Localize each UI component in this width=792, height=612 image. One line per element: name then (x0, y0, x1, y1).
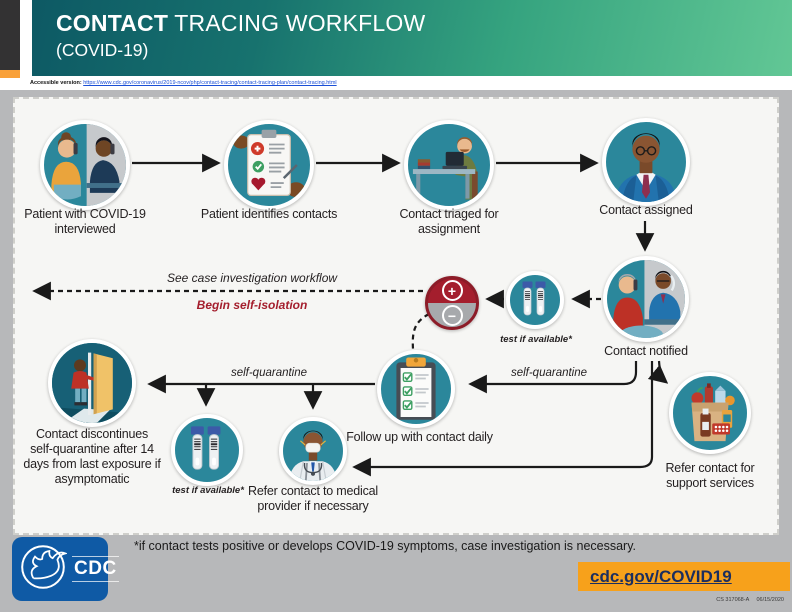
hhs-seal-icon (19, 543, 69, 596)
node-label-support: Refer contact for support services (665, 461, 755, 490)
node-support (669, 372, 751, 454)
checklist-clipboard-icon (381, 354, 451, 424)
node-notified (603, 256, 689, 342)
cdc-logo-text: CDC (72, 556, 119, 582)
edge-label-self-quarantine-left: self-quarantine (230, 367, 308, 379)
contact-tracer-portrait-icon (606, 122, 686, 202)
clipboard-checklist-icon (228, 124, 310, 206)
node-label-notified: Contact notified (604, 344, 688, 358)
node-patient-interviewed (40, 120, 130, 210)
node-followup (377, 350, 455, 428)
edge-label-begin-self-isolation: Begin self-isolation (196, 298, 308, 312)
node-discontinue (48, 339, 136, 427)
node-label-followup: Follow up with contact daily (346, 430, 493, 444)
node-identifies-contacts (224, 120, 314, 210)
node-label-triaged: Contact triaged for assignment (399, 207, 499, 236)
doc-id: CS 317068-A (716, 597, 749, 603)
node-label-test-bottom: test if available* (172, 485, 244, 496)
cdc-url-link[interactable]: cdc.gov/COVID19 (590, 566, 732, 586)
cdc-logo: CDC (12, 537, 119, 601)
masked-doctor-icon (283, 421, 343, 481)
node-triaged (404, 120, 494, 210)
document-number: CS 317068-A 06/15/2020 (710, 597, 784, 603)
test-tubes-icon (510, 275, 560, 325)
node-label-interviewed: Patient with COVID-19 interviewed (24, 207, 146, 236)
page-title-bold: CONTACT (56, 10, 169, 36)
node-test-bottom (171, 414, 243, 486)
node-medical (279, 417, 347, 485)
node-label-medical: Refer contact to medical provider if nec… (248, 484, 378, 513)
accessible-version-label: Accessible version: (30, 80, 82, 86)
open-door-icon (52, 343, 132, 423)
cdc-url-banner[interactable]: cdc.gov/COVID19 (578, 562, 790, 591)
edge-label-self-quarantine-right: self-quarantine (510, 367, 588, 379)
accessible-version-line: Accessible version: https://www.cdc.gov/… (30, 80, 337, 86)
page-subtitle: (COVID-19) (56, 40, 149, 60)
footnote: *if contact tests positive or develops C… (133, 539, 637, 553)
node-label-test-mid: test if available* (500, 334, 572, 345)
node-test-mid (506, 271, 564, 329)
node-label-discontinue: Contact discontinues self-quarantine aft… (23, 427, 161, 486)
phone-interview-icon (44, 124, 126, 206)
test-tubes-icon (175, 418, 239, 482)
accessible-version-link[interactable]: https://www.cdc.gov/coronavirus/2019-nco… (83, 80, 337, 86)
page-title-rest: TRACING WORKFLOW (168, 10, 426, 36)
brand-orange-strip (0, 70, 20, 78)
positive-result-icon: + (441, 280, 463, 301)
edge-label-case-investigation: See case investigation workflow (166, 271, 338, 285)
header-banner: CONTACT TRACING WORKFLOW (COVID-19) (32, 0, 792, 76)
desk-laptop-icon (408, 124, 490, 206)
phone-notify-icon (607, 260, 685, 338)
brand-dark-strip (0, 0, 20, 70)
page-title: CONTACT TRACING WORKFLOW (56, 10, 425, 37)
grocery-bag-icon (673, 376, 747, 450)
node-assigned (602, 118, 690, 206)
doc-date: 06/15/2020 (756, 597, 784, 603)
node-test-result: + − (425, 276, 479, 330)
negative-result-icon: − (441, 305, 463, 326)
node-label-identifies: Patient identifies contacts (200, 207, 338, 221)
node-label-assigned: Contact assigned (599, 203, 693, 217)
